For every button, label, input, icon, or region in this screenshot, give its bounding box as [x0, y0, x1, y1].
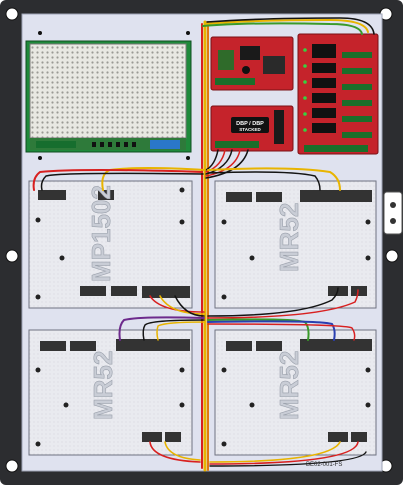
dbp-module-stacked: DBP / DBP STACKED	[210, 105, 294, 152]
board-label-mr52-bottom-left: MR52	[88, 351, 118, 420]
frame-mounting-holes	[5, 7, 399, 473]
board-label-mp1502: MP1502	[86, 185, 116, 282]
board-mr52-bottom-right: MR52	[214, 329, 377, 456]
dbp-label-line1: DBP / DBP	[236, 121, 264, 127]
board-mr52-bottom-left: MR52	[28, 329, 193, 456]
power-supply	[25, 40, 192, 153]
board-mr52-top: MR52	[214, 180, 377, 309]
door-latch	[383, 191, 403, 235]
board-label-mr52-top: MR52	[274, 203, 304, 272]
part-number: BE02-001-FS	[306, 462, 342, 468]
dbp-module-top	[210, 36, 294, 91]
dbp-label-line2: STACKED	[239, 127, 261, 132]
wiring	[32, 17, 375, 472]
relay-board	[297, 33, 379, 155]
board-label-mr52-bottom-right: MR52	[274, 351, 304, 420]
board-mp1502: MP1502	[28, 180, 193, 309]
